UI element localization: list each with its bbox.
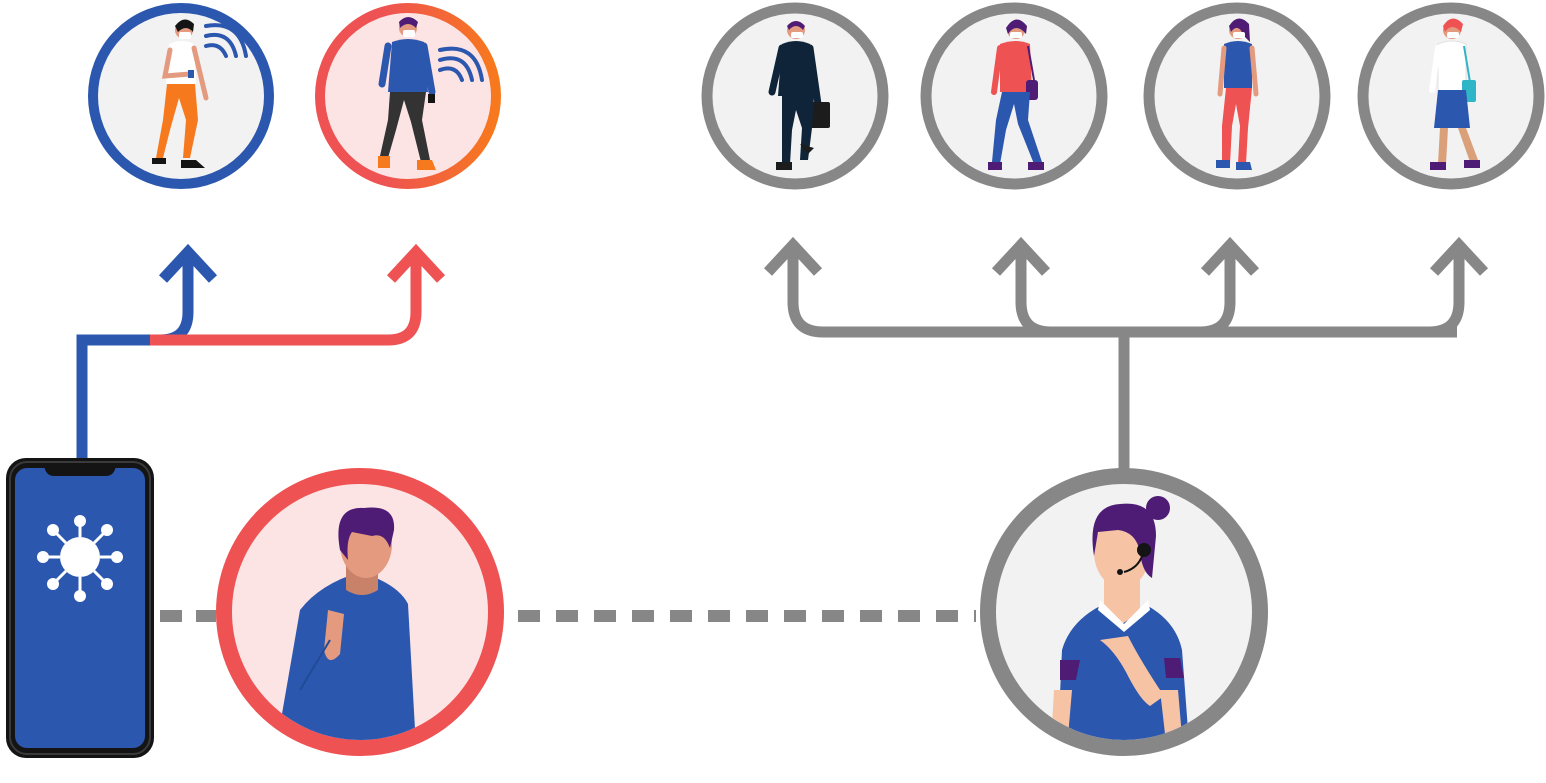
- arrow-head-gray-1: [763, 236, 823, 276]
- node-contact-tracer: [980, 468, 1268, 756]
- signal-waves-icon: [438, 46, 484, 82]
- connector-blue: [76, 254, 194, 460]
- walking-woman-icon: [988, 19, 1044, 170]
- connector-gray-tree: [763, 236, 1489, 470]
- node-alerted-contact: [315, 3, 501, 189]
- node-contact-3: [1143, 2, 1331, 190]
- node-contact-1: [701, 2, 889, 190]
- arrow-head-gray-3: [1200, 236, 1260, 276]
- node-infected-person: [216, 468, 504, 756]
- node-contact-4: [1357, 2, 1545, 190]
- arrow-head-gray-2: [991, 236, 1051, 276]
- signal-waves-icon: [204, 23, 248, 58]
- smartphone: [6, 458, 154, 758]
- walking-person-icon: [152, 19, 209, 168]
- virus-icon: [37, 515, 123, 602]
- businessman-icon: [768, 21, 830, 170]
- connector-red: [150, 254, 422, 346]
- walking-woman-icon: [1429, 18, 1480, 170]
- walking-person-icon: [378, 17, 436, 170]
- node-app-user: [88, 3, 274, 189]
- arrow-head-gray-4: [1429, 236, 1489, 276]
- arrow-head-red: [386, 243, 446, 283]
- walking-woman-icon: [1216, 18, 1259, 170]
- arrow-head-blue: [158, 243, 218, 283]
- node-contact-2: [920, 2, 1108, 190]
